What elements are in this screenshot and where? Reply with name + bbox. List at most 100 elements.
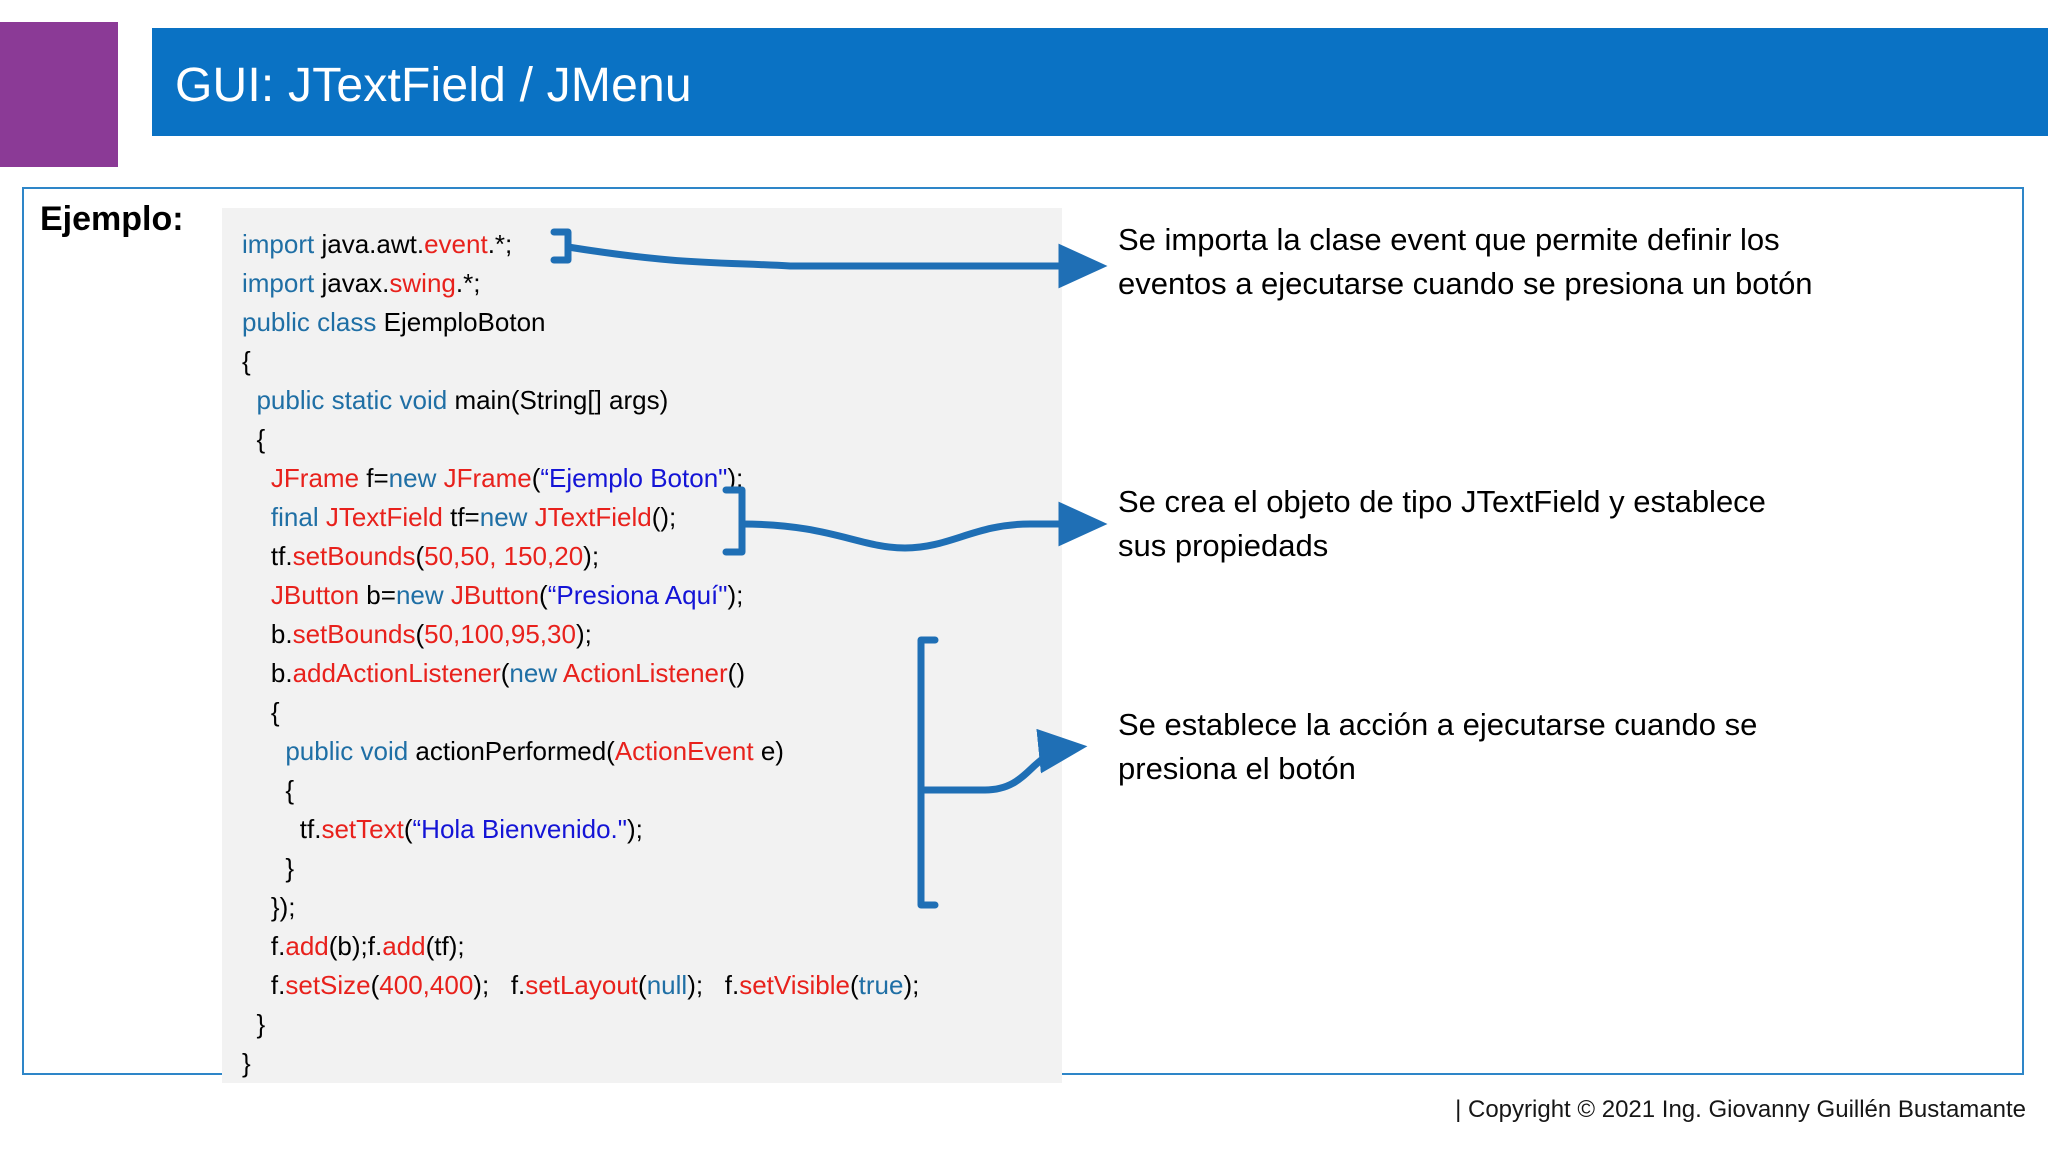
code-line: final JTextField tf=new JTextField();: [242, 498, 1062, 537]
code-token: (: [415, 619, 425, 649]
header-bar: [152, 28, 2048, 136]
code-token: new: [388, 463, 444, 493]
code-token: (: [370, 970, 380, 1000]
annotation-line: Se establece la acción a ejecutarse cuan…: [1118, 707, 1758, 742]
code-token: tf.: [270, 541, 293, 571]
annotation-line: Se importa la clase event que permite de…: [1118, 222, 1780, 257]
code-token: EjemploBoton: [383, 307, 546, 337]
code-token: );: [727, 580, 744, 610]
code-token: public void: [285, 736, 416, 766]
code-token: “Hola Bienvenido.": [412, 814, 627, 844]
code-token: public static void: [256, 385, 455, 415]
annotation-import-event: Se importa la clase event que permite de…: [1118, 218, 1948, 306]
code-token: final: [270, 502, 326, 532]
code-line: }: [242, 1044, 1062, 1083]
code-token: setLayout: [525, 970, 639, 1000]
code-token: {: [285, 775, 295, 805]
code-token: “Ejemplo Boton": [540, 463, 728, 493]
code-line: f.setSize(400,400); f.setLayout(null); f…: [242, 966, 1062, 1005]
code-line: });: [242, 888, 1062, 927]
code-token: ();: [651, 502, 677, 532]
code-token: ); f.: [687, 970, 740, 1000]
code-token: );: [727, 463, 744, 493]
code-token: JFrame: [270, 463, 360, 493]
code-token: new: [395, 580, 451, 610]
code-token: actionPerformed(: [415, 736, 615, 766]
code-token: javax.: [321, 268, 390, 298]
code-token: );: [583, 541, 600, 571]
code-token: ); f.: [473, 970, 526, 1000]
code-token: .*;: [487, 229, 513, 259]
header-accent-band: [0, 22, 118, 167]
code-token: b.: [270, 658, 293, 688]
code-token: );: [903, 970, 920, 1000]
footer-copyright: | Copyright © 2021 Ing. Giovanny Guillén…: [1455, 1096, 2026, 1123]
code-token: b=: [359, 580, 396, 610]
example-label: Ejemplo:: [40, 200, 184, 238]
code-token: 400,400: [379, 970, 474, 1000]
code-token: import: [242, 268, 322, 298]
code-line: b.setBounds(50,100,95,30);: [242, 615, 1062, 654]
code-line: b.addActionListener(new ActionListener(): [242, 654, 1062, 693]
code-token: setVisible: [739, 970, 850, 1000]
code-token: public class: [242, 307, 384, 337]
code-token: JTextField: [534, 502, 652, 532]
code-token: f.: [270, 970, 286, 1000]
code-token: ActionListener: [562, 658, 728, 688]
code-token: (tf);: [425, 931, 465, 961]
code-token: (: [415, 541, 425, 571]
code-token: (: [403, 814, 413, 844]
code-token: .*;: [455, 268, 481, 298]
code-line: {: [242, 693, 1062, 732]
code-token: {: [242, 346, 251, 376]
code-token: 50,100,95,30: [424, 619, 576, 649]
code-token: );: [575, 619, 592, 649]
code-token: JButton: [270, 580, 360, 610]
code-token: event: [424, 229, 488, 259]
code-token: }: [256, 1009, 266, 1039]
code-token: “Presiona Aquí": [547, 580, 728, 610]
annotation-line: Se crea el objeto de tipo JTextField y e…: [1118, 484, 1766, 519]
code-token: (b);f.: [328, 931, 383, 961]
code-token: swing: [389, 268, 456, 298]
code-token: {: [270, 697, 280, 727]
code-token: });: [270, 892, 296, 922]
code-line: }: [242, 849, 1062, 888]
code-line: public void actionPerformed(ActionEvent …: [242, 732, 1062, 771]
code-token: true: [858, 970, 904, 1000]
code-token: 50,50, 150,20: [424, 541, 584, 571]
code-line: tf.setText(“Hola Bienvenido.");: [242, 810, 1062, 849]
annotation-jtextfield-object: Se crea el objeto de tipo JTextField y e…: [1118, 480, 1948, 568]
annotation-line: presiona el botón: [1118, 751, 1356, 786]
code-token: (: [531, 463, 541, 493]
code-line: {: [242, 771, 1062, 810]
code-panel: import java.awt.event.*;import javax.swi…: [222, 208, 1062, 1083]
code-token: JButton: [450, 580, 540, 610]
code-token: main(String[] args): [454, 385, 669, 415]
code-token: import: [242, 229, 322, 259]
code-token: JFrame: [443, 463, 532, 493]
code-line: tf.setBounds(50,50, 150,20);: [242, 537, 1062, 576]
code-line: f.add(b);f.add(tf);: [242, 927, 1062, 966]
code-token: ActionEvent: [614, 736, 754, 766]
code-token: (: [638, 970, 647, 1000]
code-line: }: [242, 1005, 1062, 1044]
code-token: }: [285, 853, 295, 883]
code-token: );: [626, 814, 643, 844]
code-token: {: [256, 424, 266, 454]
code-line: public static void main(String[] args): [242, 381, 1062, 420]
code-line: import java.awt.event.*;: [242, 225, 1062, 264]
code-token: f.: [270, 931, 286, 961]
code-token: f=: [359, 463, 389, 493]
code-token: setBounds: [292, 541, 416, 571]
code-line: {: [242, 420, 1062, 459]
code-token: java.awt.: [321, 229, 425, 259]
code-line: {: [242, 342, 1062, 381]
page-title: GUI: JTextField / JMenu: [175, 59, 692, 112]
code-token: JTextField: [325, 502, 443, 532]
code-line: JButton b=new JButton(“Presiona Aquí");: [242, 576, 1062, 615]
code-line: import javax.swing.*;: [242, 264, 1062, 303]
code-token: new: [509, 658, 563, 688]
code-token: (): [727, 658, 745, 688]
code-token: e): [753, 736, 784, 766]
